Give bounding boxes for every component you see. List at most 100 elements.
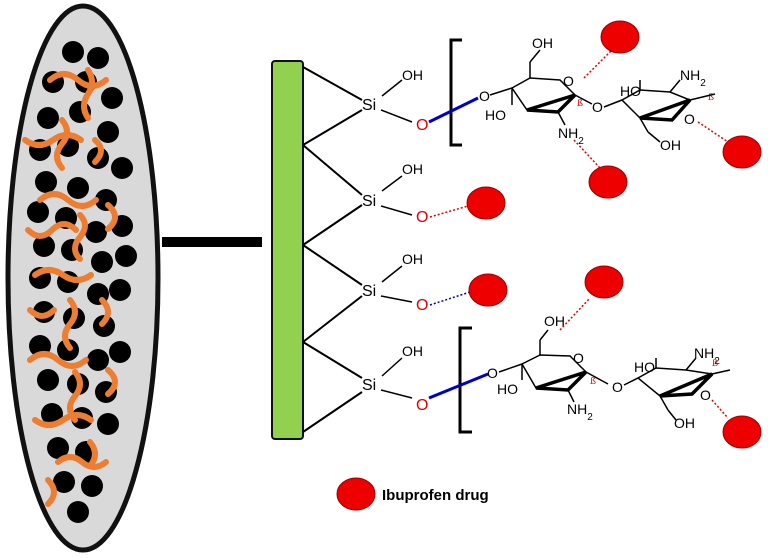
legend-label: Ibuprofen drug bbox=[382, 487, 489, 504]
oh-label: OH bbox=[674, 415, 695, 431]
pore-dot bbox=[87, 47, 109, 69]
connector-bar bbox=[162, 237, 262, 247]
nh2-label: NH2 bbox=[680, 67, 706, 89]
pore-dot bbox=[81, 475, 103, 497]
oh-label: OH bbox=[402, 161, 423, 177]
polymer-chain bbox=[81, 67, 95, 121]
drug-dot bbox=[468, 273, 508, 307]
ring-bold-edge bbox=[639, 98, 692, 122]
beta-label: ß bbox=[712, 359, 718, 369]
pore-dot bbox=[37, 107, 59, 129]
polymer-chain bbox=[37, 191, 99, 209]
chitosan-unit-bottom: O OH HO NH2 O ß O HO NH2 OH O ß bbox=[428, 297, 731, 434]
legend: Ibuprofen drug bbox=[336, 477, 489, 511]
oh-label: OH bbox=[532, 35, 553, 51]
pore-dot bbox=[109, 341, 131, 363]
ho-label: HO bbox=[497, 381, 518, 397]
hbond bbox=[559, 297, 591, 331]
pore-dot bbox=[97, 413, 119, 435]
polymer-chain bbox=[105, 367, 118, 397]
o-label: O bbox=[487, 365, 498, 381]
covalent-link bbox=[428, 96, 479, 124]
polymer-chains bbox=[22, 67, 118, 507]
pore-dot bbox=[47, 437, 69, 459]
substrate-surface bbox=[271, 60, 304, 440]
o-label: O bbox=[416, 297, 428, 314]
polymer-chain bbox=[45, 477, 57, 507]
drug-dot bbox=[722, 415, 762, 449]
pore-dot bbox=[53, 471, 75, 493]
oh-label: OH bbox=[402, 251, 423, 267]
glycosidic-o-label: O bbox=[612, 379, 623, 395]
oh-label: OH bbox=[402, 343, 423, 359]
pore-dot bbox=[62, 41, 84, 63]
ring-o-label: O bbox=[700, 387, 711, 403]
drug-dot bbox=[466, 186, 506, 220]
legend-drug-swatch bbox=[336, 477, 376, 511]
hbond bbox=[711, 399, 729, 419]
polymer-chain bbox=[105, 202, 118, 232]
polymer-chain bbox=[27, 351, 89, 369]
drug-dot bbox=[588, 165, 628, 199]
o-label: O bbox=[416, 117, 428, 134]
polymer-chain bbox=[22, 132, 84, 148]
polymer-chain bbox=[62, 297, 78, 351]
pore-dot bbox=[27, 201, 49, 223]
polymer-chain bbox=[32, 267, 94, 283]
pore-dot bbox=[37, 369, 59, 391]
si-label: Si bbox=[362, 97, 376, 114]
polymer-chain bbox=[47, 71, 109, 89]
o-label: O bbox=[479, 88, 490, 104]
polymer-chain bbox=[99, 297, 111, 327]
silanol-2: Si OH O bbox=[362, 161, 428, 226]
ring-o-label: O bbox=[684, 111, 695, 127]
polymer-chain bbox=[87, 439, 98, 469]
silanol-1: Si OH O bbox=[362, 67, 428, 134]
ho-label: HO bbox=[485, 107, 506, 123]
particle bbox=[5, 3, 161, 553]
beta-label: ß bbox=[708, 93, 714, 103]
si-label: Si bbox=[362, 193, 376, 210]
polymer-chain bbox=[54, 117, 70, 171]
covalent-link bbox=[428, 372, 489, 400]
si-label: Si bbox=[362, 377, 376, 394]
nh2-label: NH2 bbox=[567, 401, 593, 423]
oh-label: OH bbox=[660, 137, 681, 153]
polymer-chain bbox=[92, 137, 104, 165]
beta-label: ß bbox=[577, 99, 583, 109]
silanol-hbond-red bbox=[429, 205, 469, 218]
polymer-chain bbox=[32, 412, 94, 428]
nh2-label: NH2 bbox=[694, 345, 720, 367]
ho-label: HO bbox=[620, 83, 641, 99]
ring-o-label: O bbox=[573, 350, 584, 366]
drug-dot bbox=[584, 265, 624, 299]
ring-bold-edge bbox=[526, 93, 577, 114]
pore-dot bbox=[67, 501, 89, 523]
pore-dot bbox=[91, 251, 113, 273]
silanol-3: Si OH O bbox=[362, 251, 428, 314]
drug-dot bbox=[722, 135, 762, 169]
hbond bbox=[583, 47, 615, 79]
pore-dot bbox=[35, 171, 57, 193]
chitosan-unit-top: O OH HO NH2 O ß O HO NH2 OH O ß bbox=[428, 35, 729, 169]
pore-dot bbox=[41, 403, 63, 425]
nh2-label: NH2 bbox=[558, 125, 584, 147]
pore-dot bbox=[85, 221, 107, 243]
surface-bonds bbox=[302, 66, 363, 433]
o-label: O bbox=[416, 209, 428, 226]
ho-label: HO bbox=[634, 359, 655, 375]
polymer-chain bbox=[27, 307, 57, 319]
glycosidic-o-label: O bbox=[592, 99, 603, 115]
silanol-4: Si OH O bbox=[362, 343, 428, 414]
oh-label: OH bbox=[402, 67, 423, 83]
ring-o-label: O bbox=[563, 73, 574, 89]
ring-bold-edge bbox=[659, 372, 714, 398]
pore-dot bbox=[97, 121, 119, 143]
polymer-chain bbox=[72, 212, 88, 262]
pore-dot bbox=[87, 349, 109, 371]
bracket-left bbox=[449, 38, 462, 147]
pore-dot bbox=[115, 245, 137, 267]
pore-dot bbox=[111, 157, 133, 179]
polymer-chain bbox=[55, 454, 109, 470]
